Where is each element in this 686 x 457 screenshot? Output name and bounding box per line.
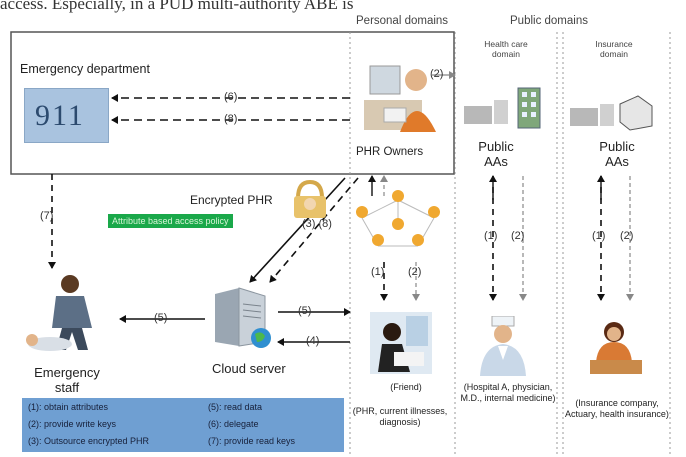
emergency-department-title: Emergency department — [20, 62, 150, 76]
emergency-region-box — [10, 31, 455, 175]
personal-domains-header: Personal domains — [356, 15, 449, 27]
phr-owners-label: PHR Owners — [356, 146, 424, 158]
legend-item-6: (6): delegate — [208, 419, 259, 429]
legend-item-5: (5): read data — [208, 402, 263, 412]
step-8-label: (8) — [224, 113, 238, 125]
access-policy-bar: Attribute based access policy — [108, 214, 233, 229]
911-number: 911 — [35, 99, 85, 132]
encrypted-phr-label: Encrypted PHR — [190, 193, 273, 207]
friends-network-icon — [356, 190, 440, 247]
step-1-insurance-label: (1) — [592, 230, 606, 242]
step-1-personal-label: (1) — [371, 266, 385, 278]
insurance-agent-icon — [590, 322, 642, 374]
step-5-staff-label: (5) — [154, 312, 168, 324]
phr-owner-icon — [364, 65, 436, 132]
friend-description: (PHR, current illnesses, diagnosis) — [352, 406, 448, 427]
emergency-staff-label: Emergency staff — [34, 365, 100, 395]
cloud-server-icon — [215, 287, 271, 348]
public-aas-insurance-label: Public AAs — [599, 139, 635, 169]
insurance-domain-header: Insurance domain — [595, 39, 633, 59]
caption-fragment: access. Especially, in a PUD multi-autho… — [0, 0, 354, 13]
step-3-8-label: (3) (8) — [302, 218, 332, 230]
step-2-insurance-label: (2) — [620, 230, 634, 242]
insurance-buildings-icon — [570, 95, 653, 131]
health-care-domain-header: Health care domain — [484, 39, 528, 59]
step-6-label: (6) — [224, 91, 238, 103]
step-7-label: (7) — [40, 210, 54, 222]
cloud-server-label: Cloud server — [212, 361, 286, 376]
arrow-3-owners-to-cloud — [249, 177, 346, 283]
public-aas-health-label: Public AAs — [478, 139, 514, 169]
insurance-description: (Insurance company, Actuary, health insu… — [565, 398, 669, 419]
public-domains-header: Public domains — [510, 15, 588, 27]
step-5-friend-label: (5) — [298, 305, 312, 317]
physician-icon — [480, 316, 526, 376]
step-1-health-label: (1) — [484, 230, 498, 242]
step-4-label: (4) — [306, 335, 320, 347]
emergency-staff-icon — [26, 275, 92, 351]
arrow-8-owners-to-cloud — [269, 177, 359, 283]
encrypted-phr-lock-icon — [294, 179, 326, 218]
legend-item-7: (7): provide read keys — [208, 436, 296, 446]
hospital-buildings-icon — [464, 87, 541, 129]
911-sign: 911 — [24, 88, 109, 143]
legend-item-2: (2): provide write keys — [28, 419, 117, 429]
legend-item-3: (3): Outsource encrypted PHR — [28, 436, 150, 446]
step-2-personal-label: (2) — [408, 266, 422, 278]
legend-box: (1): obtain attributes (2): provide writ… — [22, 398, 344, 452]
friend-title: (Friend) — [390, 382, 422, 392]
friend-icon — [370, 312, 432, 374]
step-2-health-label: (2) — [511, 230, 525, 242]
legend-item-1: (1): obtain attributes — [28, 402, 109, 412]
step-2-owner-label: (2) — [430, 68, 444, 80]
hospital-description: (Hospital A, physician, M.D., internal m… — [460, 382, 556, 403]
